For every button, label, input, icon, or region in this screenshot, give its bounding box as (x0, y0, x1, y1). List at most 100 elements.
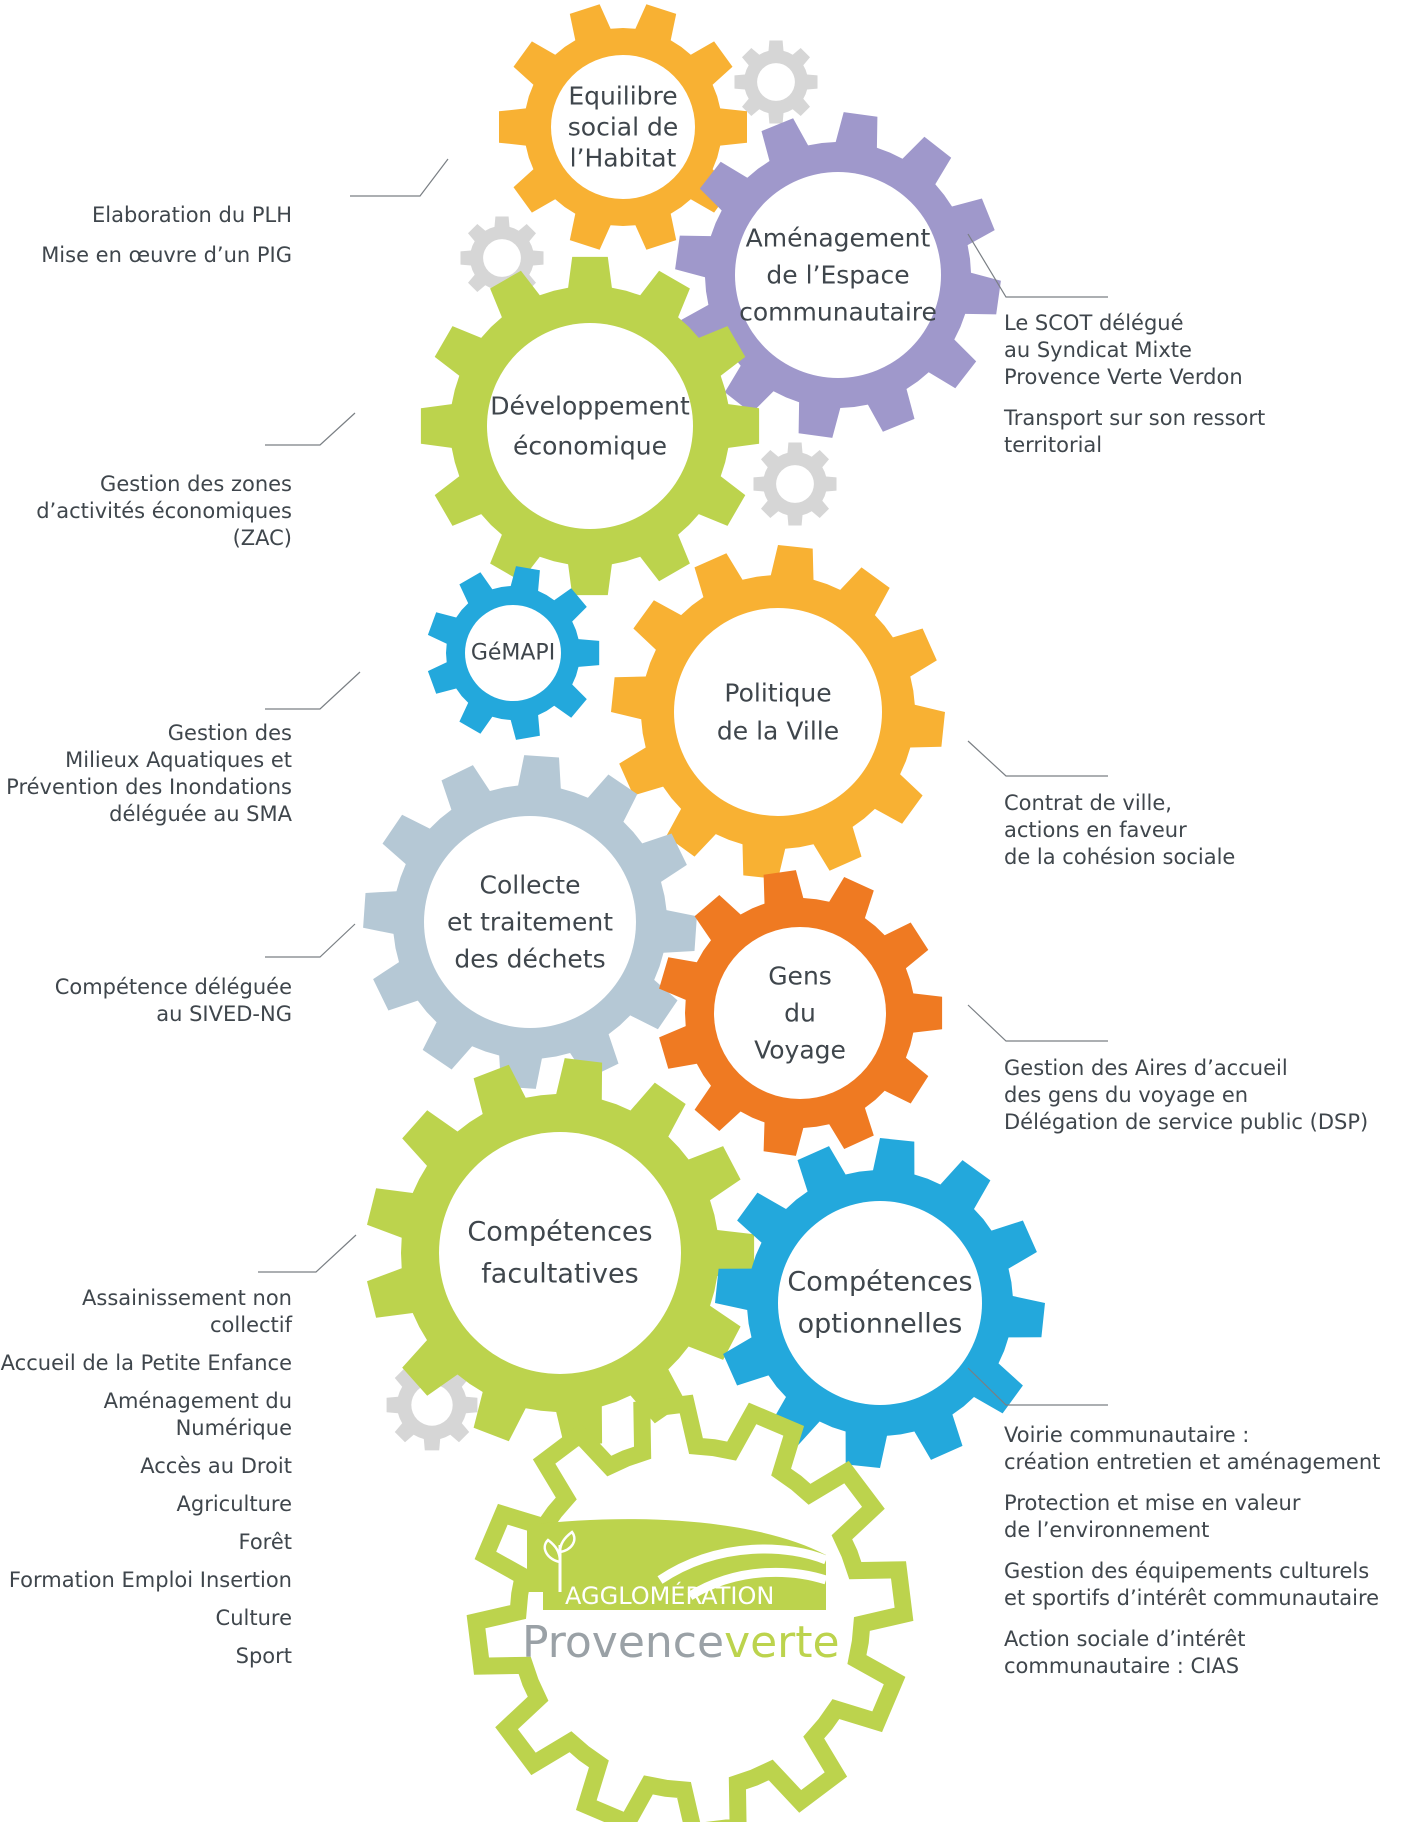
gear-collecte-label: des déchets (454, 945, 605, 974)
note-optionnelles: Voirie communautaire : création entretie… (1004, 1422, 1380, 1680)
note-line: au Syndicat Mixte (1004, 338, 1192, 362)
note-amenagement: Le SCOT délégué au Syndicat Mixte Proven… (1004, 310, 1265, 459)
note-line: (ZAC) (232, 526, 292, 550)
logo-provence-text: Provenceverte (522, 1617, 840, 1668)
note-politique: Contrat de ville, actions en faveur de l… (1004, 790, 1235, 871)
leader-line (265, 671, 361, 710)
note-line: territorial (1004, 433, 1103, 457)
gear-politique-label: Politique (724, 679, 831, 708)
gear-habitat-label: l’Habitat (570, 144, 677, 173)
logo-gear-outline-icon (466, 1394, 914, 1822)
gear-amenagement-hub (735, 172, 941, 378)
decorative-gears (386, 40, 837, 1451)
note-line: Agriculture (176, 1492, 293, 1516)
note-line: Aménagement du Numérique (103, 1389, 292, 1440)
note-line: déléguée au SMA (109, 802, 292, 826)
note-line: Gestion des (167, 721, 292, 745)
gear-facultatives-label: Compétences (467, 1217, 652, 1248)
note-line: Action sociale d’intérêt (1004, 1627, 1246, 1651)
note-line: Prévention des Inondations (6, 775, 292, 799)
gear-gens-hub (714, 927, 886, 1099)
leader-line (350, 158, 449, 197)
leader-lines (258, 158, 1108, 1406)
leader-line (967, 740, 1108, 777)
gear-gens-label: Gens (768, 962, 832, 991)
note-line: Transport sur son ressort (1004, 406, 1266, 430)
note-facultatives: Assainissement non collectif Accueil de … (0, 1285, 292, 1681)
note-line: Accès au Droit (140, 1454, 292, 1478)
gear-habitat-label: Equilibre (568, 82, 677, 111)
note-line: Culture (215, 1606, 292, 1630)
gear-gemapi: GéMAPI (427, 566, 600, 740)
note-line: Elaboration du PLH (91, 203, 292, 227)
gear-amenagement-label: de l’Espace (766, 261, 909, 290)
small-gear-icon (734, 40, 818, 124)
note-line: Compétence déléguée (54, 975, 292, 999)
note-line: des gens du voyage en (1004, 1083, 1249, 1107)
gear-gemapi-hub (465, 605, 561, 701)
logo-verte-part: verte (724, 1617, 840, 1668)
gear-amenagement-label: Aménagement (746, 224, 931, 253)
gear-facultatives-hub (439, 1132, 681, 1374)
note-line: Assainissement non collectif (82, 1286, 292, 1337)
note-line: Formation Emploi Insertion (8, 1568, 292, 1592)
note-line: Sport (235, 1644, 292, 1668)
logo-gear: AGGLOMÉRATION Provenceverte (466, 1394, 914, 1822)
note-line: communautaire : CIAS (1004, 1654, 1240, 1678)
logo-agglomeration-text: AGGLOMÉRATION (565, 1581, 774, 1610)
gear-gens-label: Voyage (754, 1036, 846, 1065)
gear-amenagement-label: communautaire (739, 298, 937, 327)
gear-facultatives: Compétences facultatives (367, 1058, 755, 1448)
gear-collecte-label: et traitement (447, 908, 613, 937)
note-line: Gestion des équipements culturels (1004, 1559, 1370, 1583)
note-developpement: Gestion des zones d’activités économique… (36, 471, 292, 552)
leader-line (265, 923, 356, 958)
leader-line (967, 1367, 1108, 1406)
note-line: Mise en œuvre d’un PIG (41, 243, 292, 267)
gear-collecte-hub (424, 816, 636, 1028)
gear-amenagement: Aménagement de l’Espace communautaire (675, 112, 1001, 438)
leader-line (967, 233, 1108, 298)
leader-line (265, 412, 356, 446)
note-line: Milieux Aquatiques et (65, 748, 292, 772)
leader-line (258, 1234, 357, 1273)
gear-developpement-hub (487, 323, 693, 529)
note-line: création entretien et aménagement (1004, 1450, 1381, 1474)
gear-optionnelles-hub (778, 1201, 982, 1405)
gear-politique: Politique de la Ville (611, 545, 945, 879)
note-line: Le SCOT délégué (1004, 311, 1184, 335)
leader-line (967, 1004, 1108, 1042)
note-line: Provence Verte Verdon (1004, 365, 1243, 389)
note-line: Contrat de ville, (1004, 791, 1172, 815)
note-collecte: Compétence déléguée au SIVED-NG (55, 974, 292, 1028)
small-gear-icon (753, 442, 837, 526)
gear-politique-label: de la Ville (717, 717, 839, 746)
note-line: Accueil de la Petite Enfance (0, 1351, 292, 1375)
gear-collecte: Collecte et traitement des déchets (363, 755, 697, 1089)
note-line: au SIVED-NG (156, 1002, 292, 1026)
logo-emblem-icon (527, 1519, 828, 1610)
note-line: et sportifs d’intérêt communautaire (1004, 1586, 1380, 1610)
note-line: Protection et mise en valeur (1004, 1491, 1301, 1515)
note-gens: Gestion des Aires d’accueil des gens du … (1004, 1055, 1368, 1136)
gear-gemapi-label: GéMAPI (471, 641, 555, 666)
logo: AGGLOMÉRATION Provenceverte (466, 1394, 914, 1822)
note-line: de la cohésion sociale (1004, 845, 1236, 869)
note-line: Gestion des zones (100, 472, 292, 496)
gear-optionnelles-label: optionnelles (798, 1309, 963, 1340)
note-line: Forêt (238, 1530, 292, 1554)
gear-facultatives-label: facultatives (481, 1259, 638, 1290)
small-gear-icon (386, 1359, 478, 1451)
gear-developpement-label: Développement (490, 392, 690, 421)
note-line: actions en faveur (1004, 818, 1187, 842)
logo-provence-part: Provence (522, 1617, 724, 1668)
note-line: Délégation de service public (DSP) (1004, 1110, 1369, 1134)
gear-collecte-label: Collecte (480, 871, 581, 900)
note-line: Gestion des Aires d’accueil (1004, 1056, 1288, 1080)
